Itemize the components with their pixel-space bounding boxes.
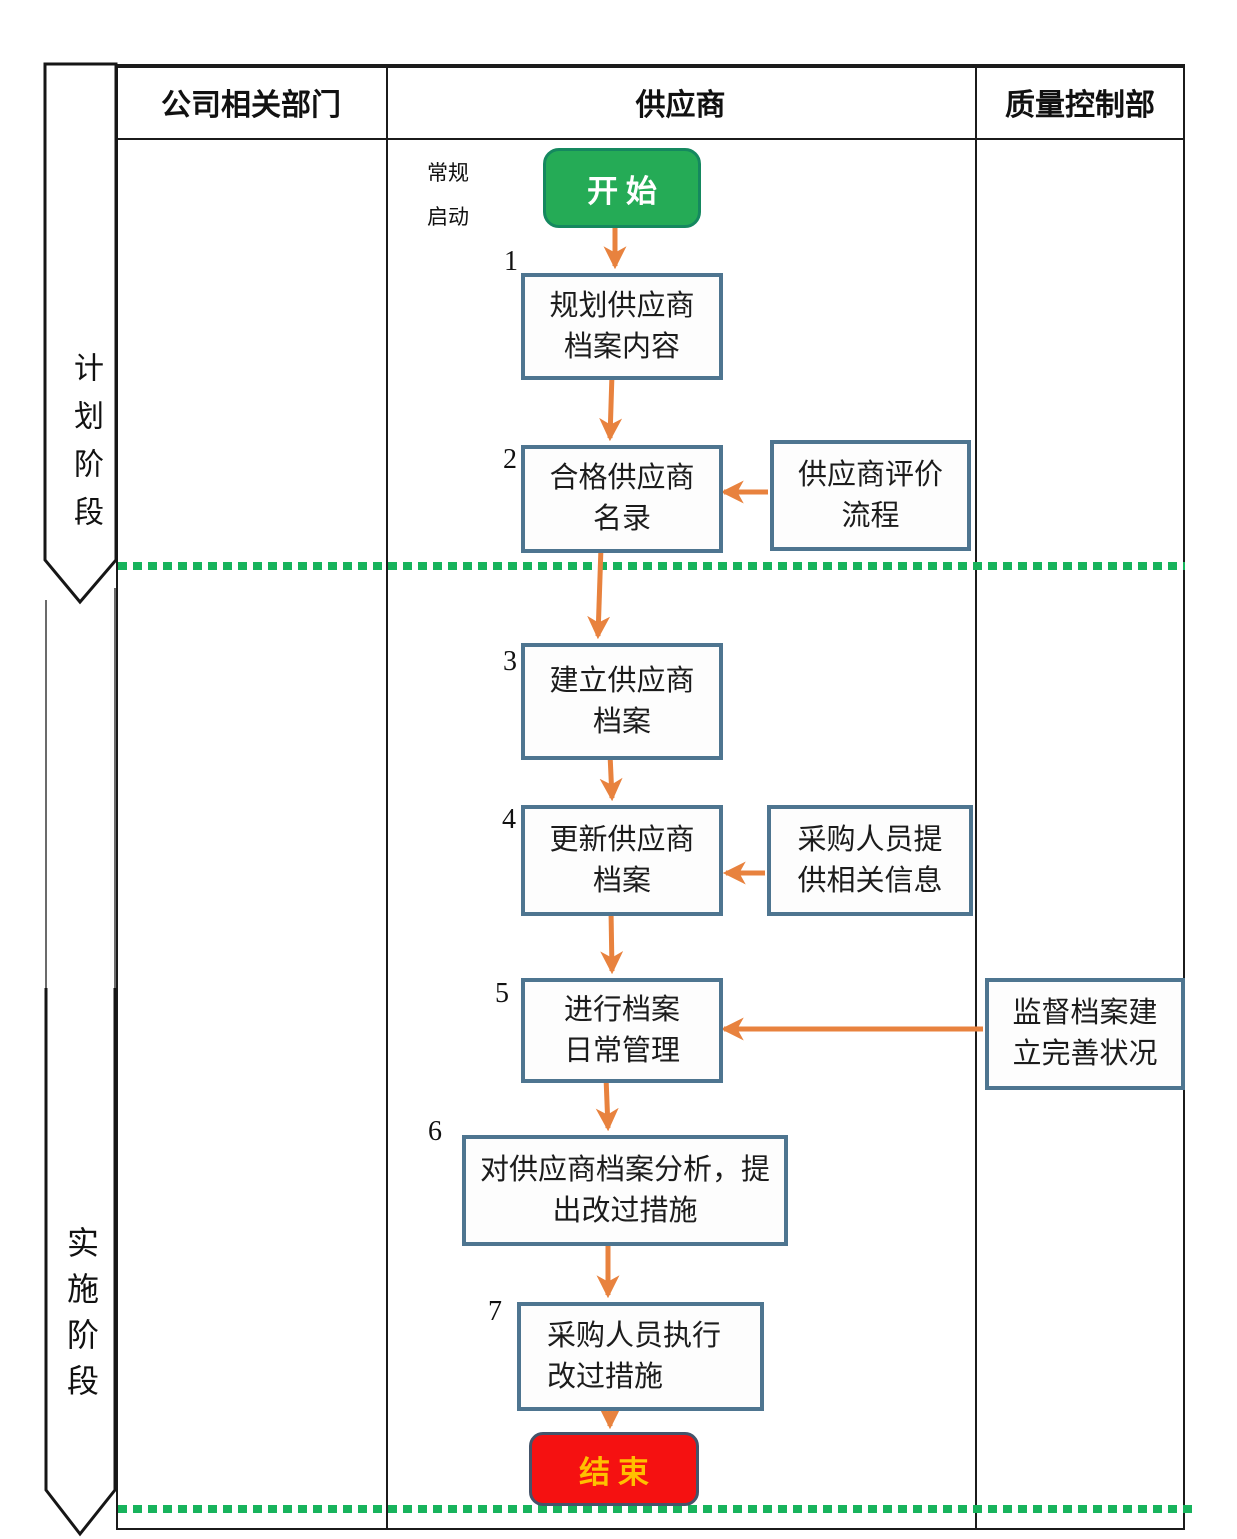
step2-box: 合格供应商 名录 [521, 445, 723, 553]
step6-line2: 出改过措施 [552, 1194, 698, 1227]
step5-box: 进行档案 日常管理 [521, 978, 723, 1083]
step5-line1: 进行档案 [563, 993, 680, 1026]
column-divider-2 [975, 64, 977, 1530]
step2-number: 2 [503, 444, 517, 475]
step2-line1: 合格供应商 [549, 462, 695, 494]
header-bottom-line [116, 138, 1185, 140]
annotation-evaluation-process: 供应商评价 流程 [770, 440, 971, 551]
header-company-departments: 公司相关部门 [161, 89, 341, 122]
annotation-supervise-line1: 监督档案建 [1012, 997, 1158, 1029]
phase-label-planning: 计划阶段 [69, 352, 102, 544]
column-divider-1 [386, 64, 388, 1530]
annotation-purchasing-line1: 采购人员提 [797, 823, 943, 856]
start-note-line2: 启动 [427, 205, 469, 229]
step7-box: 采购人员执行 改过措施 [517, 1302, 764, 1411]
header-quality-control: 质量控制部 [1005, 89, 1155, 122]
end-terminator: 结 束 [529, 1432, 699, 1506]
phase-banner-planning [43, 62, 118, 605]
step6-number: 6 [428, 1116, 442, 1147]
step1-box: 规划供应商 档案内容 [521, 273, 723, 380]
start-note-line1: 常规 [427, 161, 469, 185]
step4-line2: 档案 [592, 864, 651, 897]
step6-line1: 对供应商档案分析，提 [479, 1153, 770, 1186]
step4-line1: 更新供应商 [549, 823, 695, 856]
step3-number: 3 [503, 646, 517, 677]
arrow-step3-to-step4 [599, 753, 623, 802]
arrow-step2-to-step3 [587, 546, 611, 640]
step1-line1: 规划供应商 [549, 289, 695, 322]
step1-line2: 档案内容 [563, 330, 680, 363]
annotation-supervise-line2: 立完善状况 [1012, 1038, 1158, 1070]
arrow-step5-to-step6 [595, 1076, 619, 1132]
step3-box: 建立供应商 档案 [521, 643, 723, 760]
header-supplier: 供应商 [635, 89, 726, 122]
step7-number: 7 [488, 1296, 502, 1327]
annotation-evaluation-line1: 供应商评价 [797, 458, 943, 491]
annotation-supervise-files: 监督档案建 立完善状况 [985, 978, 1185, 1090]
annotation-purchasing-line2: 供相关信息 [797, 864, 943, 897]
step4-number: 4 [502, 804, 516, 835]
start-note: 常规 启动 [427, 151, 475, 239]
step2-line2: 名录 [592, 503, 651, 535]
arrow-step1-to-step2 [599, 373, 623, 442]
step4-box: 更新供应商 档案 [521, 805, 723, 916]
step7-line1: 采购人员执行 [547, 1319, 722, 1352]
step3-line1: 建立供应商 [549, 664, 695, 697]
annotation-evaluation-line2: 流程 [841, 499, 900, 532]
annotation-purchasing-info: 采购人员提 供相关信息 [767, 805, 973, 916]
step1-number: 1 [504, 246, 518, 277]
step3-line2: 档案 [592, 705, 651, 738]
step6-box: 对供应商档案分析，提 出改过措施 [462, 1135, 788, 1246]
arrow-step4-to-step5 [600, 909, 624, 975]
phase-label-implementation: 实施阶段 [63, 1226, 99, 1410]
step7-line2: 改过措施 [547, 1360, 664, 1393]
start-terminator: 开 始 [543, 148, 701, 228]
step5-number: 5 [495, 978, 509, 1009]
phase-banner-implementation [44, 988, 117, 1537]
step5-line2: 日常管理 [563, 1034, 680, 1067]
table-outer-border [116, 64, 1185, 1530]
